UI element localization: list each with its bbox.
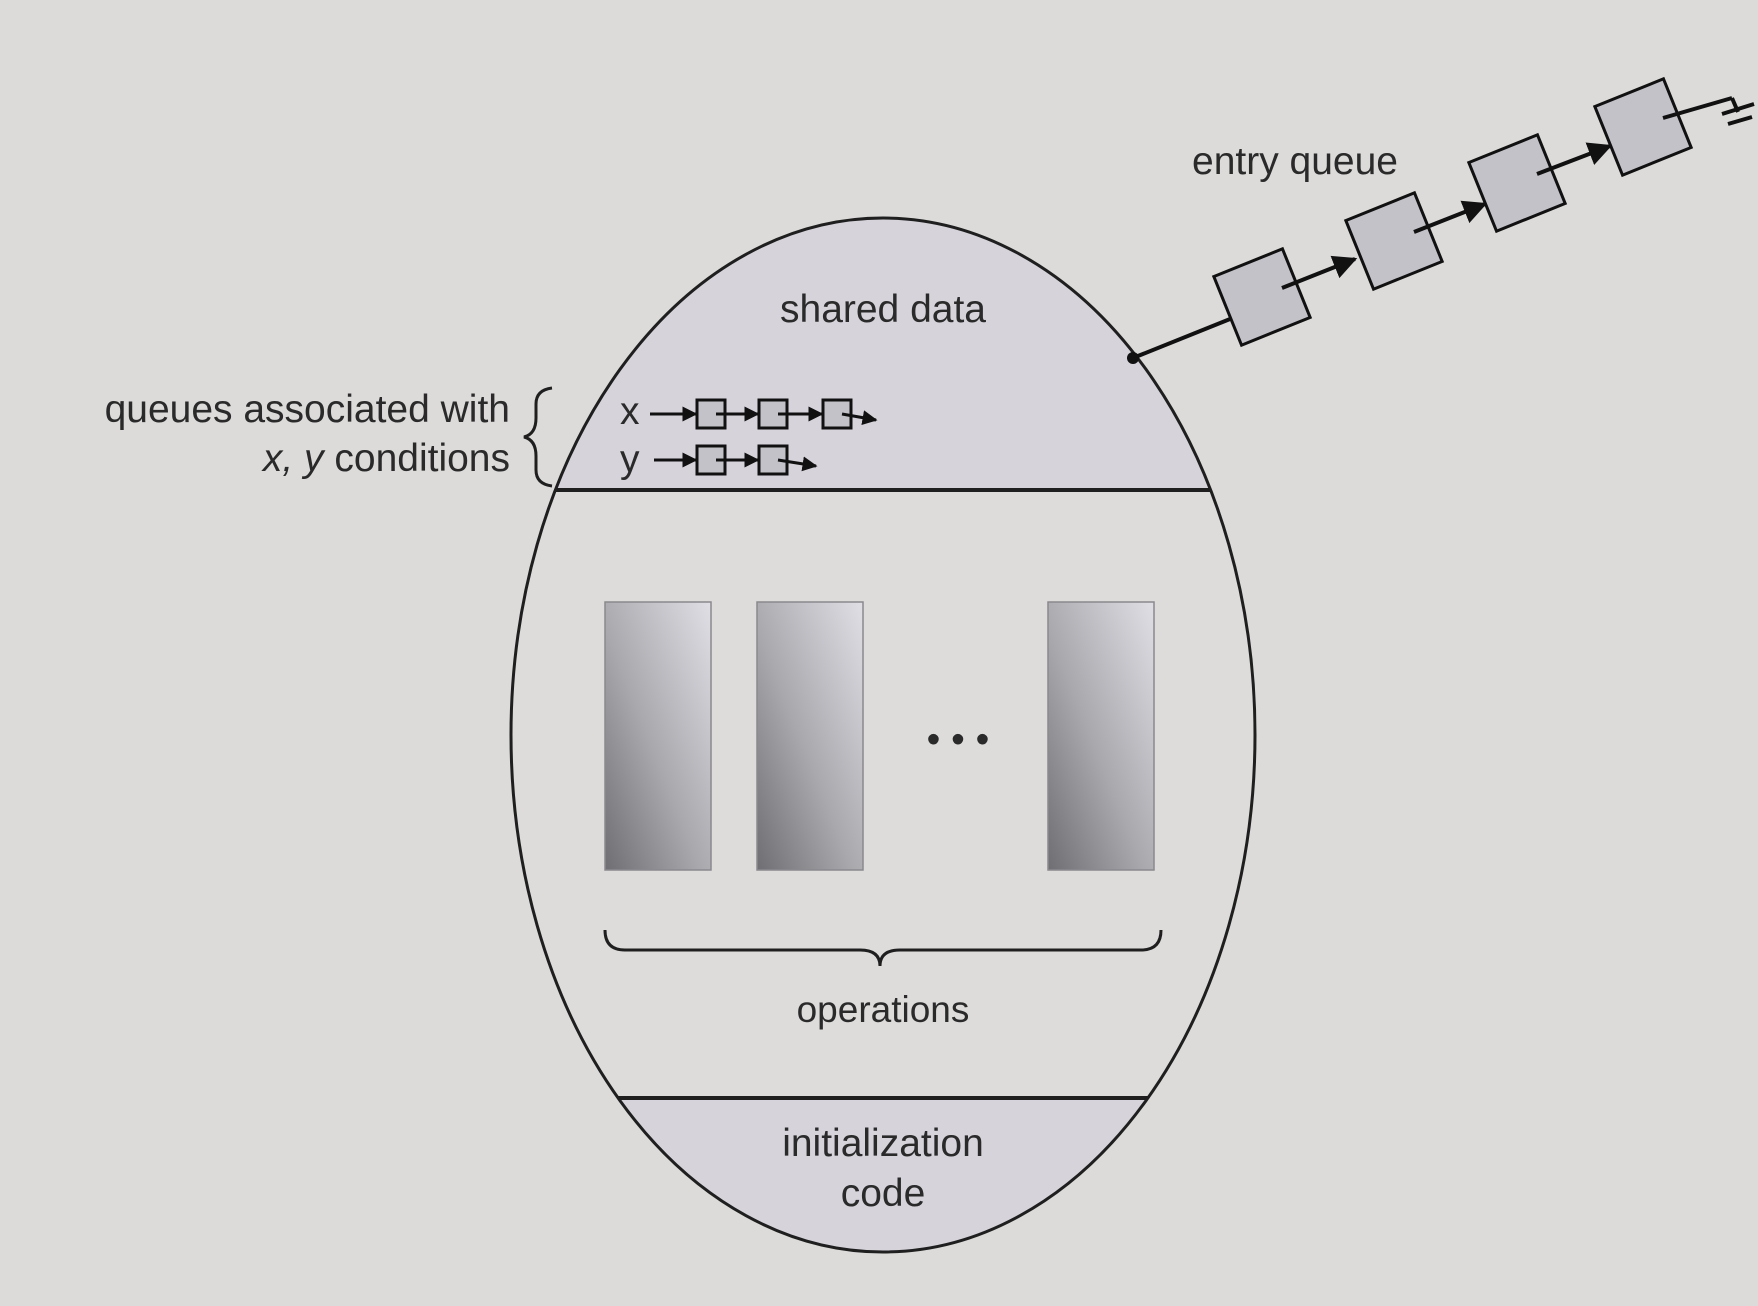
condition-queues: queues associated with x, y conditions x… bbox=[105, 386, 878, 488]
entry-queue-node bbox=[1592, 76, 1694, 178]
shared-data-label: shared data bbox=[780, 288, 986, 331]
entry-queue: entry queue bbox=[1127, 76, 1755, 364]
operation-block bbox=[756, 601, 864, 871]
y-queue-label: y bbox=[620, 438, 640, 481]
x-queue bbox=[650, 398, 878, 430]
entry-queue-node bbox=[1343, 190, 1445, 292]
entry-queue-node bbox=[1211, 246, 1313, 348]
condition-word: conditions bbox=[324, 437, 510, 480]
condition-queues-label-line2: x, y conditions bbox=[261, 437, 510, 480]
condition-brace bbox=[523, 386, 553, 488]
operation-block bbox=[1047, 601, 1155, 871]
entry-queue-label: entry queue bbox=[1192, 140, 1398, 183]
operation-block bbox=[604, 601, 712, 871]
condition-queues-label-line1: queues associated with bbox=[105, 388, 510, 431]
operations-ellipsis: • • • bbox=[927, 718, 990, 761]
entry-queue-node bbox=[1466, 132, 1568, 234]
operations-brace bbox=[603, 929, 1163, 967]
y-queue bbox=[654, 444, 818, 476]
x-queue-label: x bbox=[620, 390, 640, 433]
x-queue-node bbox=[821, 398, 853, 430]
initialization-label-line2: code bbox=[841, 1172, 926, 1215]
operations-label: operations bbox=[797, 989, 970, 1030]
queue-end-icon bbox=[1662, 96, 1755, 126]
initialization-label-line1: initialization bbox=[782, 1122, 984, 1165]
operations: • • • operations bbox=[603, 601, 1163, 1030]
condition-vars: x, y bbox=[261, 437, 326, 480]
